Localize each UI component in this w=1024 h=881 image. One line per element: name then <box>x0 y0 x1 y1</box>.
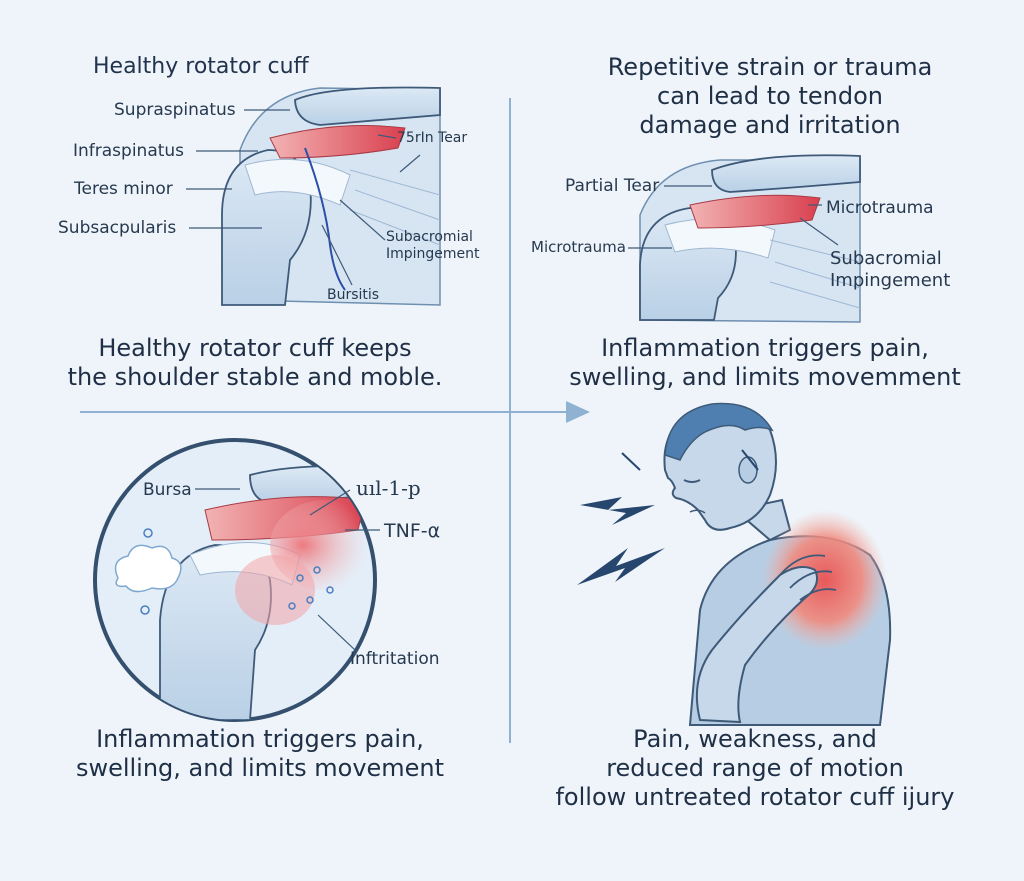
panel4-caption-line1: Pain, weakness, and <box>633 725 877 753</box>
panel4-caption-line3: follow untreated rotator cuff ijury <box>555 782 955 811</box>
label-partial-tear: Partial Tear <box>565 176 660 196</box>
label-tnf: TNF-α <box>384 520 441 542</box>
panel3-caption-line2: swelling, and limits movement <box>75 753 445 782</box>
panel4-caption-line2: reduced range of motion <box>606 753 904 782</box>
panel3-caption-line1: Inflammation triggers pain, <box>96 725 424 753</box>
label-microtrauma-left: Microtrauma <box>531 238 626 256</box>
panel2-title-line3: damage and irritation <box>639 110 901 139</box>
panel1-caption-line2: the shoulder stable and moble. <box>67 362 443 391</box>
panel4-caption: Pain, weakness, and reduced range of mot… <box>540 725 970 811</box>
label-subacromial: Subacromial <box>386 229 473 245</box>
panel2-title-line1: Repetitive strain or trauma <box>607 53 933 81</box>
panel2-caption-line1: Inflammation triggers pain, <box>601 334 929 362</box>
label-subscapularis: Subsacpularis <box>58 218 177 238</box>
panel3-caption: Inflammation triggers pain, swelling, an… <box>45 725 475 783</box>
label-supraspinatus: Supraspinatus <box>114 100 236 120</box>
label-subacromial-2: Subacromial <box>830 248 942 269</box>
label-infiltration: Inftritation <box>350 649 440 669</box>
panel2-title-line2: can lead to tendon <box>657 81 883 110</box>
label-infraspinatus: Infraspinatus <box>73 141 185 161</box>
panel2-caption-line2: swelling, and limits movemment <box>569 362 961 391</box>
vertical-divider <box>509 98 511 743</box>
panel2-caption: Inflammation triggers pain, swelling, an… <box>555 334 975 392</box>
label-teres-minor: Teres minor <box>74 179 173 199</box>
panel1-caption: Healthy rotator cuff keeps the shoulder … <box>40 334 470 392</box>
label-il1b: uıl-1-p <box>356 476 421 500</box>
label-bursa: Bursa <box>143 480 192 500</box>
label-bursitis: Bursitis <box>327 287 380 303</box>
label-microtrauma-right: Microtrauma <box>826 198 934 218</box>
panel1-caption-line1: Healthy rotator cuff keeps <box>98 334 412 362</box>
label-impingement-2: Impingement <box>830 270 951 291</box>
panel2-title: Repetitive strain or trauma can lead to … <box>560 53 980 139</box>
label-impingement: Impingement <box>386 246 480 262</box>
label-tear: 75rIn Tear <box>397 130 468 146</box>
panel1-title: Healthy rotator cuff <box>93 54 309 79</box>
